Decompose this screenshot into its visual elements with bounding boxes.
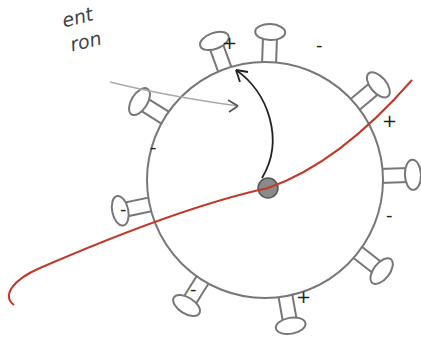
arrow-head [228, 100, 238, 112]
spike-cap [125, 85, 154, 119]
arrow-head [236, 70, 248, 82]
spike-cap [275, 315, 307, 336]
spike-group [109, 24, 421, 337]
charge-sign: - [386, 206, 393, 224]
charge-sign: - [120, 200, 127, 218]
particle-track [9, 80, 412, 305]
incoming-arrow [110, 82, 238, 106]
handwritten-label: ron [68, 28, 103, 54]
spike-cap [255, 24, 286, 41]
charge-sign: + [382, 112, 397, 130]
curved-arrow [236, 70, 273, 178]
charge-sign: - [316, 36, 323, 54]
spike [254, 24, 285, 67]
charge-sign: + [296, 288, 311, 306]
charge-sign: - [150, 138, 157, 156]
charge-sign: - [190, 280, 197, 298]
spike [378, 160, 421, 191]
charge-sign: + [222, 34, 237, 52]
spike-cap [109, 194, 131, 227]
spike-cap [404, 160, 421, 191]
spike-cap [366, 254, 397, 287]
spike-cap [363, 68, 395, 101]
spike-cap [170, 291, 204, 320]
handwritten-label: ent [60, 5, 95, 31]
